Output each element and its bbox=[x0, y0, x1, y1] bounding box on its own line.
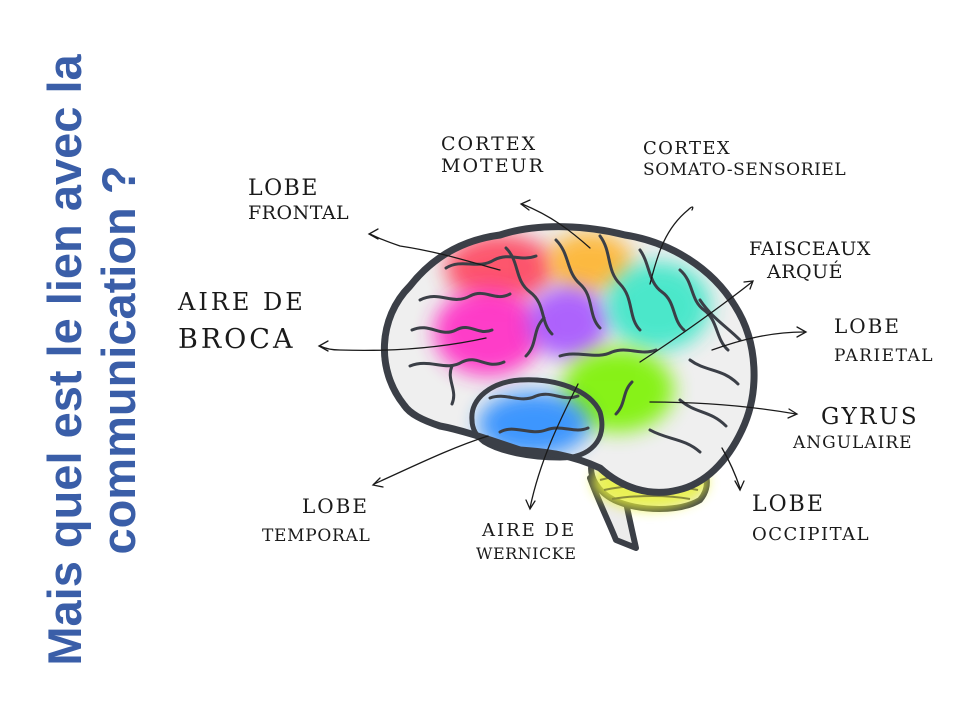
arrow-aire-broca bbox=[317, 337, 487, 352]
arrow-lobe-parietal bbox=[711, 326, 808, 351]
label-cortex-somato-line-1: Cortex bbox=[643, 138, 732, 159]
arrow-lobe-occipital bbox=[721, 447, 745, 492]
arrow-faisceau-arque bbox=[639, 280, 754, 363]
label-cortex-somato-line-2: Somato-sensoriel bbox=[643, 160, 847, 180]
label-lobe-frontal: Lobe Frontal bbox=[248, 178, 349, 223]
label-lobe-temporal: Lobe Temporal bbox=[262, 496, 371, 545]
label-faisceau-arque-line-2: Arqué bbox=[767, 261, 843, 283]
region-faisceau-arque bbox=[528, 286, 608, 358]
label-lobe-parietal-line-2: Parietal bbox=[834, 346, 935, 366]
gyri bbox=[408, 234, 742, 454]
label-cortex-moteur-line-1: Cortex bbox=[441, 133, 538, 155]
label-lobe-frontal-line-1: Lobe bbox=[248, 176, 319, 201]
region-lobe-temporal bbox=[478, 392, 590, 456]
label-cortex-moteur-line-2: Moteur bbox=[441, 155, 545, 177]
arrow-cortex-moteur bbox=[519, 199, 591, 249]
label-aire-wernicke-line-1: Aire de bbox=[482, 520, 577, 541]
label-gyrus-angulaire: Gyrus Angulaire bbox=[793, 406, 919, 452]
label-lobe-temporal-line-1: Lobe bbox=[302, 494, 369, 518]
label-lobe-occipital: Lobe Occipital bbox=[752, 494, 870, 544]
label-aire-wernicke-line-2: Wernicke bbox=[476, 544, 577, 563]
label-faisceau-arque-line-1: Faisceaux bbox=[749, 238, 871, 260]
arrow-gyrus-angulaire bbox=[649, 401, 799, 419]
region-cortex-somato bbox=[606, 262, 710, 350]
leader-arrows bbox=[317, 199, 808, 511]
label-lobe-occipital-line-2: Occipital bbox=[752, 524, 871, 545]
arrow-lobe-temporal bbox=[371, 435, 489, 488]
arrow-cortex-somato bbox=[649, 206, 694, 285]
label-aire-wernicke: Aire de Wernicke bbox=[476, 522, 576, 562]
label-aire-broca: Aire de Broca bbox=[178, 290, 306, 353]
cerebrum-outline bbox=[381, 223, 758, 496]
region-aire-wernicke bbox=[562, 348, 674, 432]
label-lobe-frontal-line-2: Frontal bbox=[248, 202, 350, 224]
label-cortex-somato: Cortex Somato-sensoriel bbox=[643, 140, 846, 179]
region-cortex-moteur bbox=[548, 232, 632, 292]
label-lobe-parietal: Lobe Parietal bbox=[834, 316, 934, 365]
arrow-lobe-frontal bbox=[367, 228, 501, 271]
arrow-aire-wernicke bbox=[525, 383, 579, 511]
label-aire-broca-line-2: Broca bbox=[178, 324, 296, 355]
label-cortex-moteur: Cortex Moteur bbox=[441, 135, 545, 176]
region-lobe-frontal bbox=[445, 234, 555, 302]
label-lobe-temporal-line-2: Temporal bbox=[262, 526, 371, 546]
label-gyrus-angulaire-line-1: Gyrus bbox=[821, 404, 920, 430]
label-faisceau-arque: Faisceaux Arqué bbox=[749, 240, 871, 282]
label-lobe-occipital-line-1: Lobe bbox=[752, 492, 825, 517]
label-lobe-parietal-line-1: Lobe bbox=[834, 314, 901, 338]
label-aire-broca-line-1: Aire de bbox=[178, 288, 306, 316]
temporal-lobe-outline bbox=[469, 377, 605, 461]
label-gyrus-angulaire-line-2: Angulaire bbox=[793, 433, 913, 453]
